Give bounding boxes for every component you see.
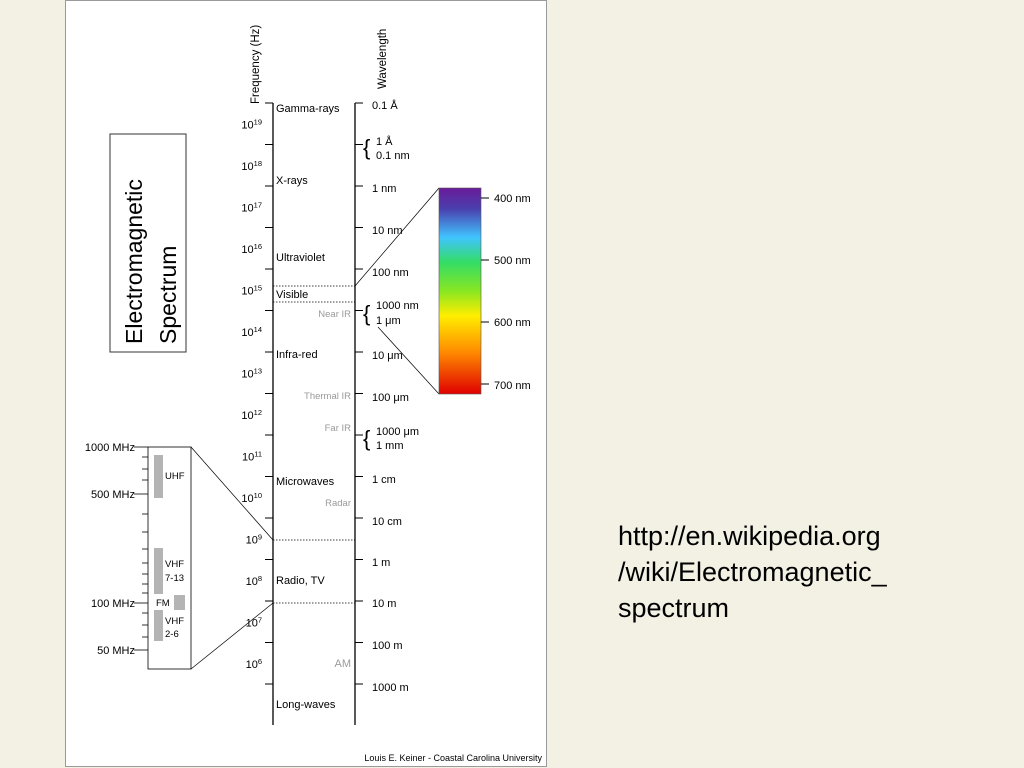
frequency-axis-label: Frequency (Hz) xyxy=(250,25,262,104)
frequency-label: 1018 xyxy=(241,159,262,173)
wl-100-nm: 100 nm xyxy=(372,267,409,279)
band-fm xyxy=(174,595,185,610)
band-uhf xyxy=(154,455,163,498)
wl-100-um: 100 μm xyxy=(372,392,409,404)
frequency-label: 1019 xyxy=(241,118,262,132)
wl-10-m: 10 m xyxy=(372,598,396,610)
source-url[interactable]: http://en.wikipedia.org /wiki/Electromag… xyxy=(618,518,998,626)
band-fm-label: FM xyxy=(156,598,170,609)
frequency-label: 107 xyxy=(246,616,262,630)
electromagnetic-spectrum-diagram: Electromagnetic Spectrum Frequency (Hz) … xyxy=(65,0,547,767)
visible-connector-top xyxy=(354,187,440,287)
frequency-label: 1012 xyxy=(241,408,262,422)
wl-brace-1: { xyxy=(363,135,370,160)
subregion-near-ir: Near IR xyxy=(318,309,351,320)
region-radio-tv: Radio, TV xyxy=(276,575,325,587)
wavelength-ticks xyxy=(355,102,363,685)
source-url-line2[interactable]: /wiki/Electromagnetic_ xyxy=(618,557,887,587)
frequency-label: 109 xyxy=(246,533,262,547)
wl-1-mm: 1 mm xyxy=(376,440,404,452)
wl-0-1-angstrom: 0.1 Å xyxy=(372,99,398,112)
wl-1-angstrom: 1 Å xyxy=(376,135,393,148)
wl-100-m: 100 m xyxy=(372,640,403,652)
wl-10-um: 10 μm xyxy=(372,350,403,362)
wl-1-cm: 1 cm xyxy=(372,474,396,486)
radio-connector-bottom xyxy=(190,602,274,670)
subregion-far-ir: Far IR xyxy=(325,423,352,434)
band-vhf-7-13-label-2: 7-13 xyxy=(165,573,184,584)
visible-400nm: 400 nm xyxy=(494,193,531,205)
wl-1-um: 1 μm xyxy=(376,315,401,327)
credit-text: Louis E. Keiner - Coastal Carolina Unive… xyxy=(364,753,542,763)
band-vhf-2-6 xyxy=(154,610,163,641)
title-line1: Electromagnetic xyxy=(121,179,147,344)
wl-1000-m: 1000 m xyxy=(372,682,409,694)
spectrum-svg: Electromagnetic Spectrum Frequency (Hz) … xyxy=(85,25,543,763)
visible-600nm: 600 nm xyxy=(494,317,531,329)
wl-0-1-nm: 0.1 nm xyxy=(376,150,410,162)
radio-50mhz: 50 MHz xyxy=(97,645,135,657)
source-url-line1[interactable]: http://en.wikipedia.org xyxy=(618,521,881,551)
frequency-labels: 1019 1018 1017 1016 1015 1014 1013 1012 1011 1010… xyxy=(241,118,262,672)
frequency-label: 1014 xyxy=(241,325,262,339)
wl-10-cm: 10 cm xyxy=(372,516,402,528)
wl-brace-2: { xyxy=(363,301,370,326)
region-x-rays: X-rays xyxy=(276,175,308,187)
visible-connector-bottom xyxy=(377,326,440,395)
wl-1-nm: 1 nm xyxy=(372,183,396,195)
radio-1000mhz: 1000 MHz xyxy=(85,442,135,454)
frequency-label: 106 xyxy=(246,657,262,671)
wl-1-m: 1 m xyxy=(372,557,390,569)
source-url-line3[interactable]: spectrum xyxy=(618,593,730,623)
frequency-label: 1011 xyxy=(242,450,262,464)
region-microwaves: Microwaves xyxy=(276,476,335,488)
band-vhf-2-6-label-2: 2-6 xyxy=(165,629,179,640)
frequency-label: 1017 xyxy=(241,201,262,215)
frequency-label: 1010 xyxy=(241,491,262,505)
band-vhf-7-13 xyxy=(154,548,163,594)
frequency-label: 1015 xyxy=(241,284,262,298)
region-gamma-rays: Gamma-rays xyxy=(276,103,340,115)
title-box xyxy=(109,133,187,353)
title-line2: Spectrum xyxy=(155,246,181,344)
radio-connector-top xyxy=(190,446,274,541)
region-infra-red: Infra-red xyxy=(276,349,318,361)
wavelength-axis-label: Wavelength xyxy=(377,29,389,89)
band-vhf-7-13-label-1: VHF xyxy=(165,559,184,570)
band-vhf-2-6-label-1: VHF xyxy=(165,616,184,627)
band-uhf-label: UHF xyxy=(165,471,185,482)
visible-spectrum-bar xyxy=(438,187,482,395)
visible-500nm: 500 nm xyxy=(494,255,531,267)
region-ultraviolet: Ultraviolet xyxy=(276,252,325,264)
radio-500mhz: 500 MHz xyxy=(91,489,135,501)
wl-1000-nm: 1000 nm xyxy=(376,300,419,312)
frequency-ticks xyxy=(265,102,273,685)
region-long-waves: Long-waves xyxy=(276,699,336,711)
wl-brace-3: { xyxy=(363,426,370,451)
frequency-label: 1013 xyxy=(241,367,262,381)
wl-1000-um: 1000 μm xyxy=(376,426,419,438)
frequency-label: 108 xyxy=(246,574,262,588)
subregion-am: AM xyxy=(335,658,352,670)
wl-10-nm: 10 nm xyxy=(372,225,403,237)
visible-700nm: 700 nm xyxy=(494,380,531,392)
subregion-thermal-ir: Thermal IR xyxy=(304,391,351,402)
radio-100mhz: 100 MHz xyxy=(91,598,135,610)
radio-scale-ticks xyxy=(134,446,148,651)
region-visible: Visible xyxy=(276,289,308,301)
frequency-label: 1016 xyxy=(241,242,262,256)
subregion-radar: Radar xyxy=(325,498,351,509)
visible-scale-ticks xyxy=(481,197,489,385)
